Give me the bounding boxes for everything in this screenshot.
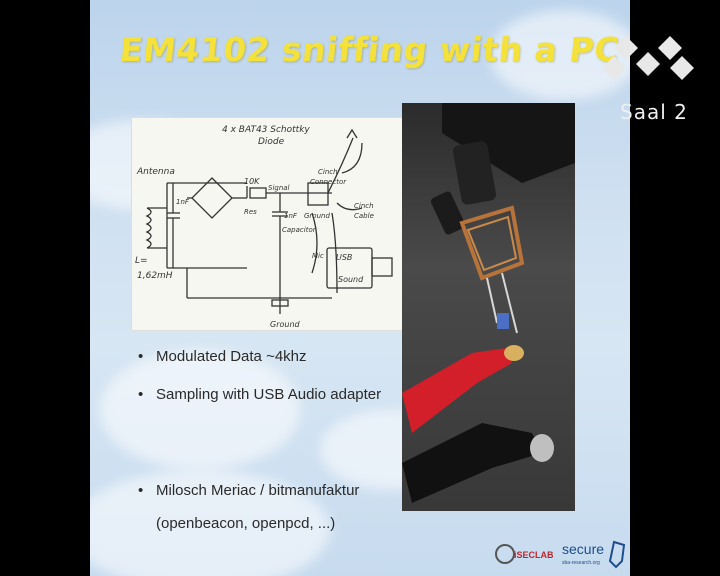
bullet-dot: • xyxy=(138,482,144,499)
room-label: Saal 2 xyxy=(620,100,688,124)
bullet-subline: (openbeacon, openpcd, ...) xyxy=(156,515,336,532)
bullet-item: • Modulated Data ~4khz xyxy=(138,348,307,365)
circuit-label-usb: USB xyxy=(336,253,352,262)
iseclab-logo-icon xyxy=(495,544,515,564)
circuit-label-ground-bottom: Ground xyxy=(270,320,301,329)
bullet-text: Modulated Data ~4khz xyxy=(156,348,307,365)
photo-sketch xyxy=(402,103,575,511)
bullet-dot: • xyxy=(138,348,144,365)
circuit-label-res: Res xyxy=(244,208,257,216)
circuit-label-cinch2: Cinch xyxy=(354,202,374,210)
circuit-label-cap2: 1nF xyxy=(284,212,298,220)
circuit-label-header2: Diode xyxy=(258,137,285,147)
bullet-text: Sampling with USB Audio adapter xyxy=(156,386,382,403)
circuit-label-l: L= xyxy=(135,256,148,266)
cloud xyxy=(100,350,300,470)
circuit-label-mic: Mic xyxy=(312,252,324,260)
circuit-label-res-val: 10K xyxy=(244,177,260,186)
logo-strip: iSECLAB secure sba-research.org xyxy=(495,540,626,569)
bullet-item: • Milosch Meriac / bitmanufaktur xyxy=(138,482,359,499)
presentation-slide: EM4102 sniffing with a PC xyxy=(90,0,630,576)
slide-title: EM4102 sniffing with a PC xyxy=(117,30,622,69)
hardware-photo xyxy=(402,103,575,511)
circuit-label-henry: 1,62mH xyxy=(137,271,173,281)
event-logo xyxy=(600,28,696,98)
circuit-label-signal: Signal xyxy=(268,184,290,192)
event-logo-icon xyxy=(602,36,694,80)
circuit-label-cable: Cable xyxy=(354,212,374,220)
circuit-label-cap: 1nF xyxy=(176,198,190,206)
secure-logo-sub: sba-research.org xyxy=(562,560,600,566)
circuit-label-sound: Sound xyxy=(338,275,364,284)
circuit-sketch: 4 x BAT43 Schottky Diode Antenna 1nF L= … xyxy=(135,125,393,329)
secure-logo-text: secure xyxy=(562,541,604,557)
circuit-label-capacitor: Capacitor xyxy=(282,226,317,234)
bullet-dot: • xyxy=(138,386,144,403)
circuit-label-cinch: Cinch xyxy=(318,168,338,176)
iseclab-logo-text: iSECLAB xyxy=(514,550,554,560)
bullet-item: • Sampling with USB Audio adapter xyxy=(138,386,381,403)
sponsor-logos: iSECLAB secure sba-research.org xyxy=(492,537,630,571)
circuit-label-header1: 4 x BAT43 Schottky xyxy=(222,125,310,135)
circuit-label-ground: Ground xyxy=(304,212,330,220)
cloud xyxy=(90,470,330,576)
shield-icon xyxy=(608,540,626,569)
cloud xyxy=(490,10,630,100)
circuit-label-connector: Connector xyxy=(310,178,347,186)
circuit-label-antenna: Antenna xyxy=(136,167,175,177)
bullet-text: Milosch Meriac / bitmanufaktur xyxy=(156,482,360,499)
